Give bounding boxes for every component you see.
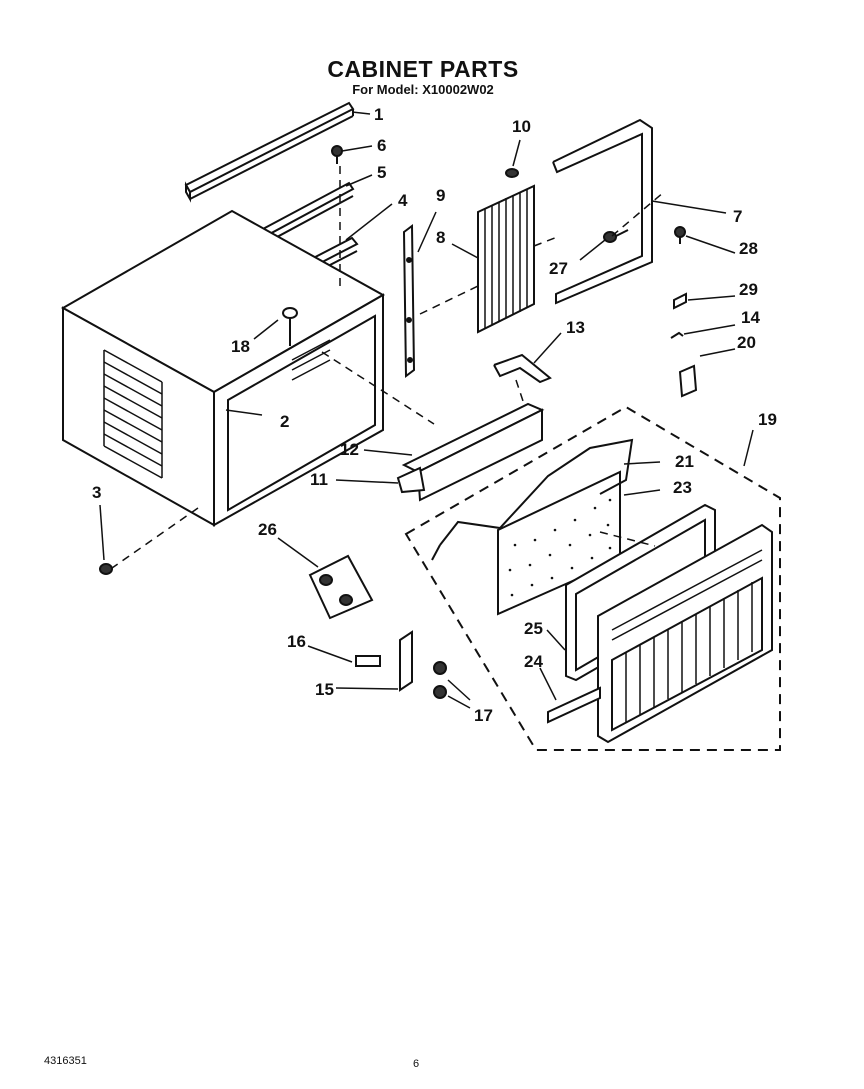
callout-26: 26 xyxy=(258,520,277,539)
callout-1: 1 xyxy=(374,105,383,124)
foam-strip-part xyxy=(547,686,601,724)
callout-7: 7 xyxy=(733,207,742,226)
callout-14: 14 xyxy=(741,308,760,327)
callout-25: 25 xyxy=(524,619,543,638)
callout-11: 11 xyxy=(310,470,328,489)
callout-24: 24 xyxy=(524,652,543,671)
clip-14 xyxy=(670,331,684,339)
page-number: 6 xyxy=(413,1058,420,1070)
callout-28: 28 xyxy=(739,239,758,258)
screw-6 xyxy=(331,145,343,164)
document-number: 4316351 xyxy=(44,1055,87,1067)
callout-19: 19 xyxy=(758,410,777,429)
vent-lever-part xyxy=(493,353,552,384)
damper-assembly-part xyxy=(396,402,545,502)
accordion-curtain-part xyxy=(477,184,535,334)
callout-5: 5 xyxy=(377,163,386,182)
callout-29: 29 xyxy=(739,280,758,299)
callout-20: 20 xyxy=(737,333,756,352)
clip-29 xyxy=(673,292,687,310)
callout-6: 6 xyxy=(377,136,386,155)
callout-23: 23 xyxy=(673,478,692,497)
callout-21: 21 xyxy=(675,452,694,471)
callout-17: 17 xyxy=(474,706,493,725)
cabinet-shell-part xyxy=(60,209,386,527)
callout-13: 13 xyxy=(566,318,585,337)
callout-15: 15 xyxy=(315,680,334,699)
mount-part xyxy=(308,554,374,620)
front-grille-part xyxy=(597,523,773,744)
screw-18 xyxy=(282,307,298,346)
callout-9: 9 xyxy=(436,186,445,205)
page-title: CABINET PARTS xyxy=(327,56,519,82)
callout-8: 8 xyxy=(436,228,445,247)
callout-10: 10 xyxy=(512,117,531,136)
filter-handle-part xyxy=(431,438,634,561)
clip-20 xyxy=(678,364,698,398)
callout-4: 4 xyxy=(398,191,408,210)
front-panel-assembly-outline xyxy=(404,405,781,751)
knob-bracket-part xyxy=(355,630,447,699)
screw-28 xyxy=(674,226,686,244)
callout-18: 18 xyxy=(231,337,250,356)
callout-3: 3 xyxy=(92,483,101,502)
callout-16: 16 xyxy=(287,632,306,651)
top-rail-part xyxy=(184,101,355,203)
model-subtitle: For Model: X10002W02 xyxy=(352,82,494,97)
callout-2: 2 xyxy=(280,412,289,431)
bracket-part xyxy=(402,224,416,378)
callout-12: 12 xyxy=(340,440,359,459)
curtain-frame-part xyxy=(552,118,653,305)
screw-10 xyxy=(505,168,519,178)
screw-3 xyxy=(99,563,113,575)
callout-27: 27 xyxy=(549,259,568,278)
